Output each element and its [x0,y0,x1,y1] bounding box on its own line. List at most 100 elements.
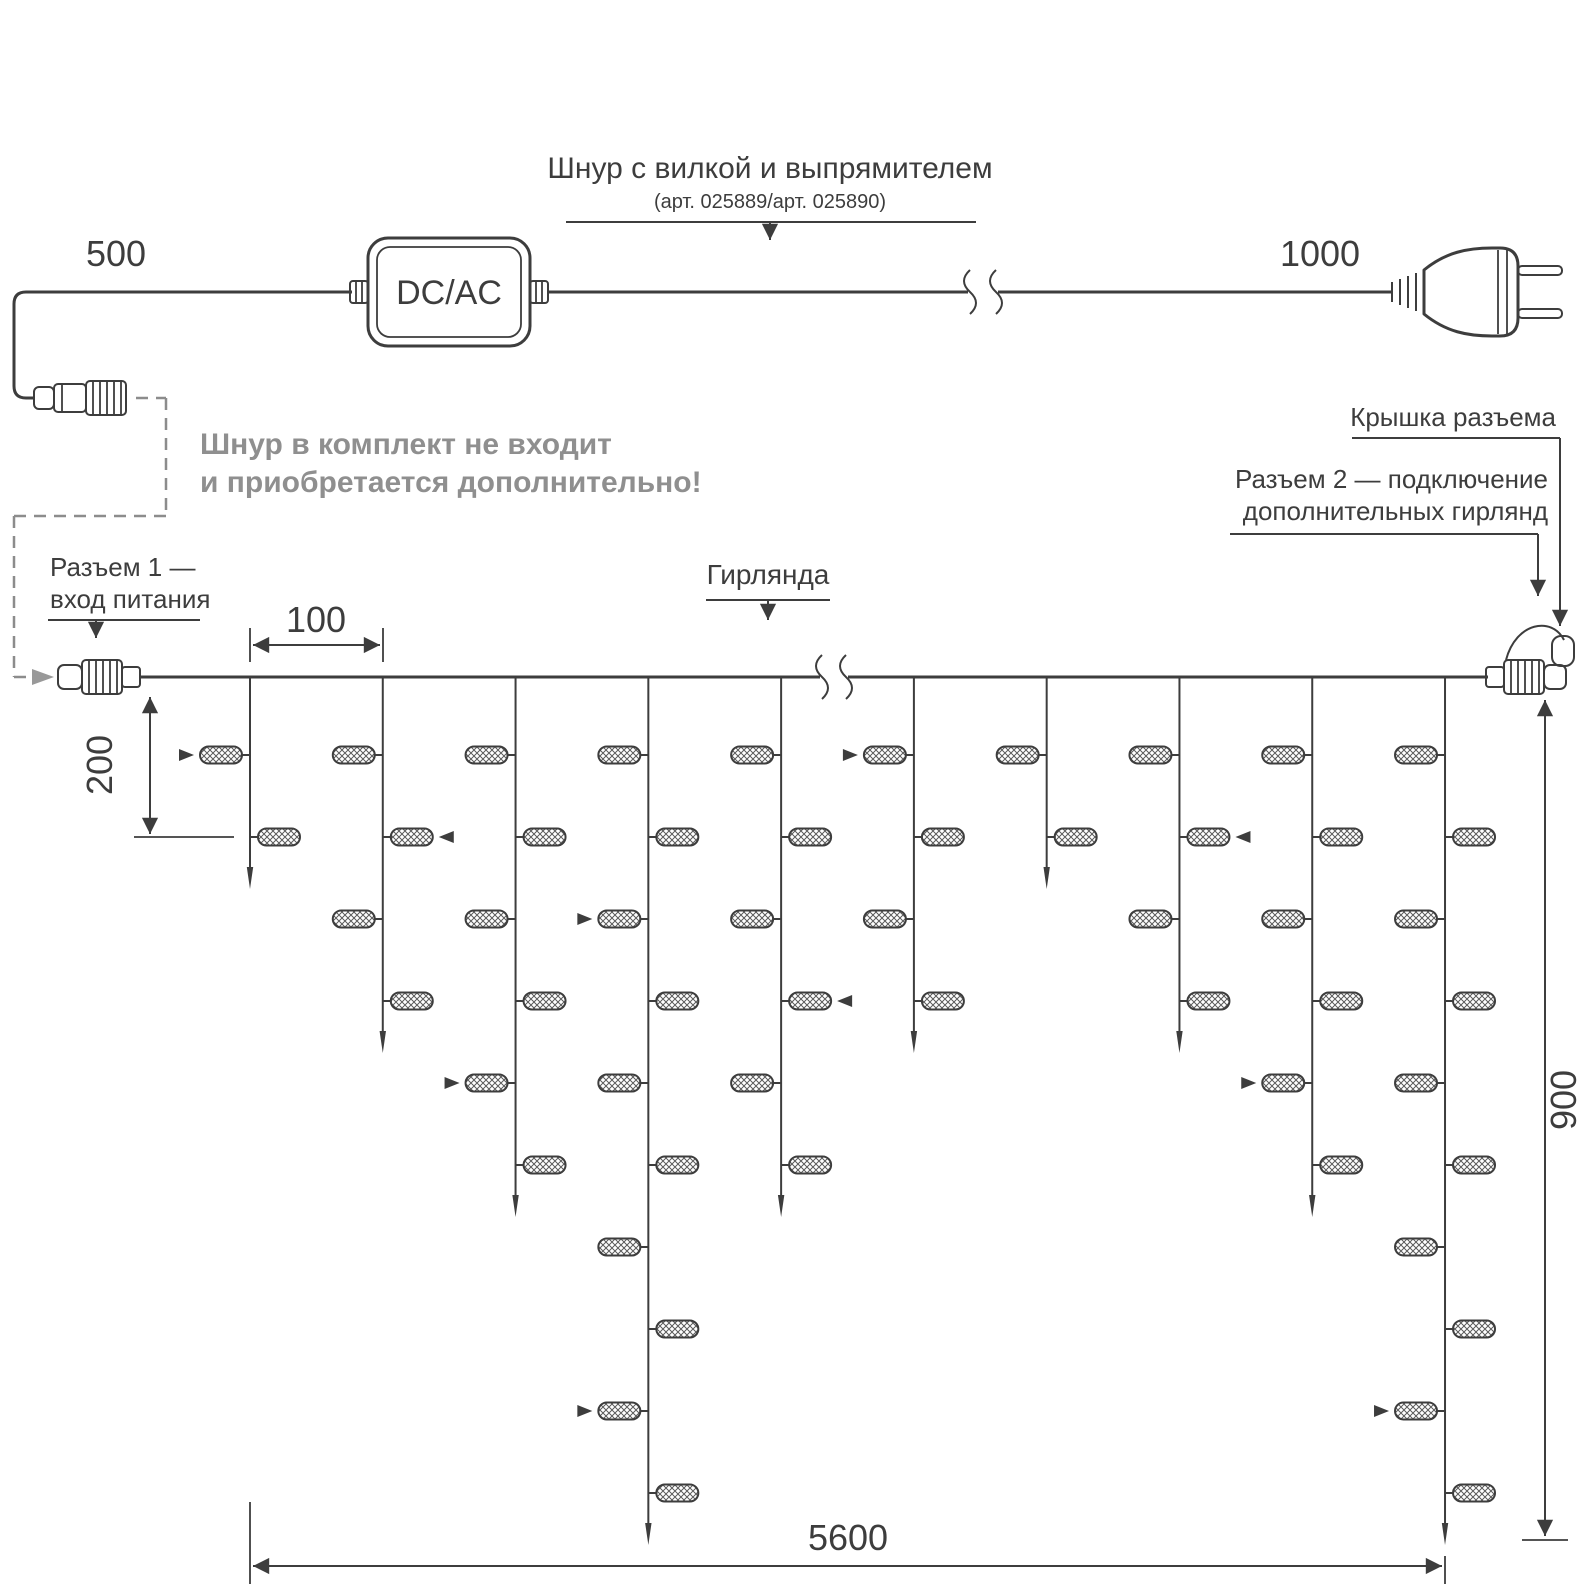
led-bulb [1394,745,1446,765]
bulb-capsule [597,745,642,765]
cap-callout: Крышка разъема [1350,402,1569,626]
bulb-capsule [920,991,965,1011]
led-bulb [781,827,833,847]
dcac-label: DC/AC [396,274,502,312]
led-bulb [515,991,567,1011]
garland-input-connector [57,659,152,695]
bulb-capsule [655,1483,700,1503]
dim-900: 900 [1522,700,1584,1541]
bulb-capsule [1452,827,1497,847]
garland-drop [995,677,1098,889]
bulb-capsule [1261,745,1306,765]
bulb-capsule [1186,827,1231,847]
bulb-pointer-arrow [842,749,858,761]
connector-face [57,664,83,690]
led-bulb [464,909,516,929]
bulb-capsule [522,1155,567,1175]
led-bulb [464,1073,516,1093]
garland-drops [179,677,1497,1545]
drop-tip [1176,1031,1183,1053]
bulb-capsule [199,745,243,765]
led-bulb [515,827,567,847]
connector-knurl-ring [1503,659,1545,695]
drop-tip [645,1523,652,1545]
converter-left-nub [349,280,369,304]
drop-tip [910,1031,918,1053]
bulb-pointer-arrow [577,1405,593,1417]
led-bulb [1179,991,1231,1011]
bulb-capsule [730,1073,775,1093]
dim-5600: 5600 [249,1502,1446,1584]
connector-cap [1551,635,1575,667]
led-bulb [730,1073,782,1093]
dcac-converter: DC/AC [349,236,549,348]
connector2-callout: Разъем 2 — подключение дополнительных ги… [1230,464,1548,596]
dim-500-label: 500 [86,233,146,274]
led-bulb [913,827,965,847]
led-bulb [464,745,516,765]
bulb-capsule [522,991,567,1011]
led-bulb [1312,991,1364,1011]
dim-900-label: 900 [1543,1070,1584,1130]
cap-label: Крышка разъема [1350,402,1556,432]
bulb-capsule [331,909,376,929]
bulb-capsule [1394,1237,1439,1257]
bulb-capsule [331,745,376,765]
note-line-1: Шнур в комплект не входит [200,428,612,461]
bulb-capsule [788,827,833,847]
led-bulb [597,909,649,929]
bulb-capsule [655,1155,700,1175]
connector1-label-line2: вход питания [50,584,210,614]
led-bulb [648,1155,700,1175]
connector1-label-line1: Разъем 1 — [50,552,196,582]
bulb-capsule [730,745,775,765]
drop-tip [777,1195,785,1217]
bulb-capsule [1319,991,1364,1011]
garland-label: Гирлянда [707,559,830,590]
garland-drop [842,677,965,1053]
led-bulb [862,909,914,929]
led-bulb [1179,827,1231,847]
led-bulb [597,745,649,765]
drop-tip [512,1195,519,1217]
garland-drop [1128,677,1251,1053]
break-mark [989,269,1003,315]
bulb-capsule [920,827,965,847]
garland-drop [730,677,853,1217]
led-bulb [648,827,700,847]
connector-face [1543,664,1567,690]
bulb-capsule [1128,745,1173,765]
cap-strap [1505,624,1565,661]
bulb-pointer-arrow [577,913,593,925]
bulb-capsule [464,745,509,765]
cord-callout: Шнур с вилкой и выпрямителем (арт. 02588… [547,152,993,240]
bulb-capsule [655,1319,700,1339]
connector2-label-line2: дополнительных гирлянд [1243,496,1548,526]
connector2-label-line1: Разъем 2 — подключение [1235,464,1548,494]
led-bulb [199,745,250,765]
bulb-capsule [1319,1155,1364,1175]
bulb-pointer-arrow [438,831,454,843]
led-bulb [1394,1401,1446,1421]
led-bulb [382,827,434,847]
led-bulb [1394,1237,1446,1257]
bulb-capsule [1186,991,1231,1011]
bulb-pointer-arrow [1235,831,1251,843]
bulb-capsule [862,909,907,929]
led-bulb [1046,827,1098,847]
connector1-callout: Разъем 1 — вход питания [48,552,210,638]
bulb-capsule [597,1237,642,1257]
break-mark [963,269,977,315]
power-plug [1391,246,1563,338]
power-cord-left [12,290,352,400]
bulb-pointer-arrow [444,1077,460,1089]
converter-inner-outline [376,246,522,338]
led-bulb [1312,1155,1364,1175]
drop-tip [1309,1195,1316,1217]
bulb-pointer-arrow [1374,1405,1390,1417]
garland-drop [444,677,567,1217]
drop-tip [246,867,254,889]
bulb-capsule [464,1073,509,1093]
bulb-capsule [1452,1319,1497,1339]
